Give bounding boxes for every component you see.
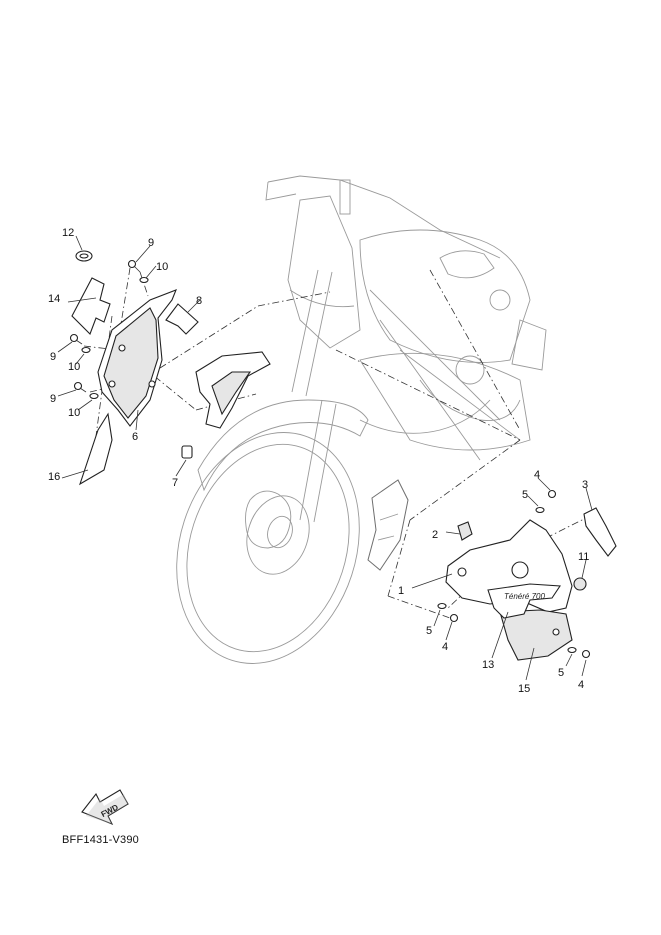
callout-5: 5	[558, 667, 564, 679]
fwd-arrow-icon: FWD	[81, 789, 129, 826]
emblem-sticker-left	[71, 277, 111, 335]
callout-10: 10	[156, 261, 168, 273]
clip-right	[457, 521, 473, 541]
callout-8: 8	[196, 295, 202, 307]
callout-10: 10	[68, 407, 80, 419]
callout-5: 5	[426, 625, 432, 637]
callout-5: 5	[522, 489, 528, 501]
right-side-cover: Ténéré 700	[445, 519, 573, 661]
decal-left	[79, 412, 113, 486]
callout-9: 9	[148, 237, 154, 249]
callout-labels: 1 2 3 4 4 4 5 5 5 6 7 8 9 9 9 10 10 10 1…	[48, 227, 589, 695]
callout-4: 4	[534, 469, 540, 481]
emblem-text: Ténéré 700	[504, 592, 545, 601]
screw-right	[573, 577, 587, 591]
callout-7: 7	[172, 477, 178, 489]
callout-1: 1	[398, 585, 404, 597]
callout-9: 9	[50, 393, 56, 405]
fasteners-left	[69, 259, 149, 400]
damper-right	[583, 507, 617, 557]
callout-13: 13	[482, 659, 494, 671]
diagram-code: BFF1431-V390	[62, 834, 139, 846]
damper-left	[165, 303, 199, 335]
callout-4: 4	[578, 679, 584, 691]
left-side-cover	[97, 289, 177, 427]
callout-14: 14	[48, 293, 60, 305]
callout-9: 9	[50, 351, 56, 363]
callout-10: 10	[68, 361, 80, 373]
fasteners-right	[437, 489, 591, 659]
callout-2: 2	[432, 529, 438, 541]
callout-3: 3	[582, 479, 588, 491]
callout-11: 11	[578, 551, 589, 563]
callout-12: 12	[62, 227, 74, 239]
callout-4: 4	[442, 641, 448, 653]
motorcycle-outline	[176, 175, 547, 664]
callout-6: 6	[132, 431, 138, 443]
nut-clip	[181, 445, 193, 459]
callout-15: 15	[518, 683, 530, 695]
leader-lines	[57, 235, 593, 681]
callout-16: 16	[48, 471, 60, 483]
